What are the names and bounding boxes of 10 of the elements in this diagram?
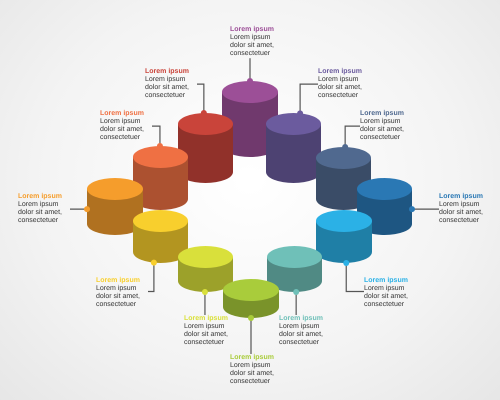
leader-line [148,260,157,292]
leader-line [343,260,364,292]
leader-line [293,288,300,315]
leader-line [297,84,318,116]
leader-line [202,289,208,315]
leader-line [70,206,90,212]
leader-line [409,206,439,212]
leader-line [248,315,254,354]
leader-line [152,126,163,149]
leader-line [247,58,253,84]
